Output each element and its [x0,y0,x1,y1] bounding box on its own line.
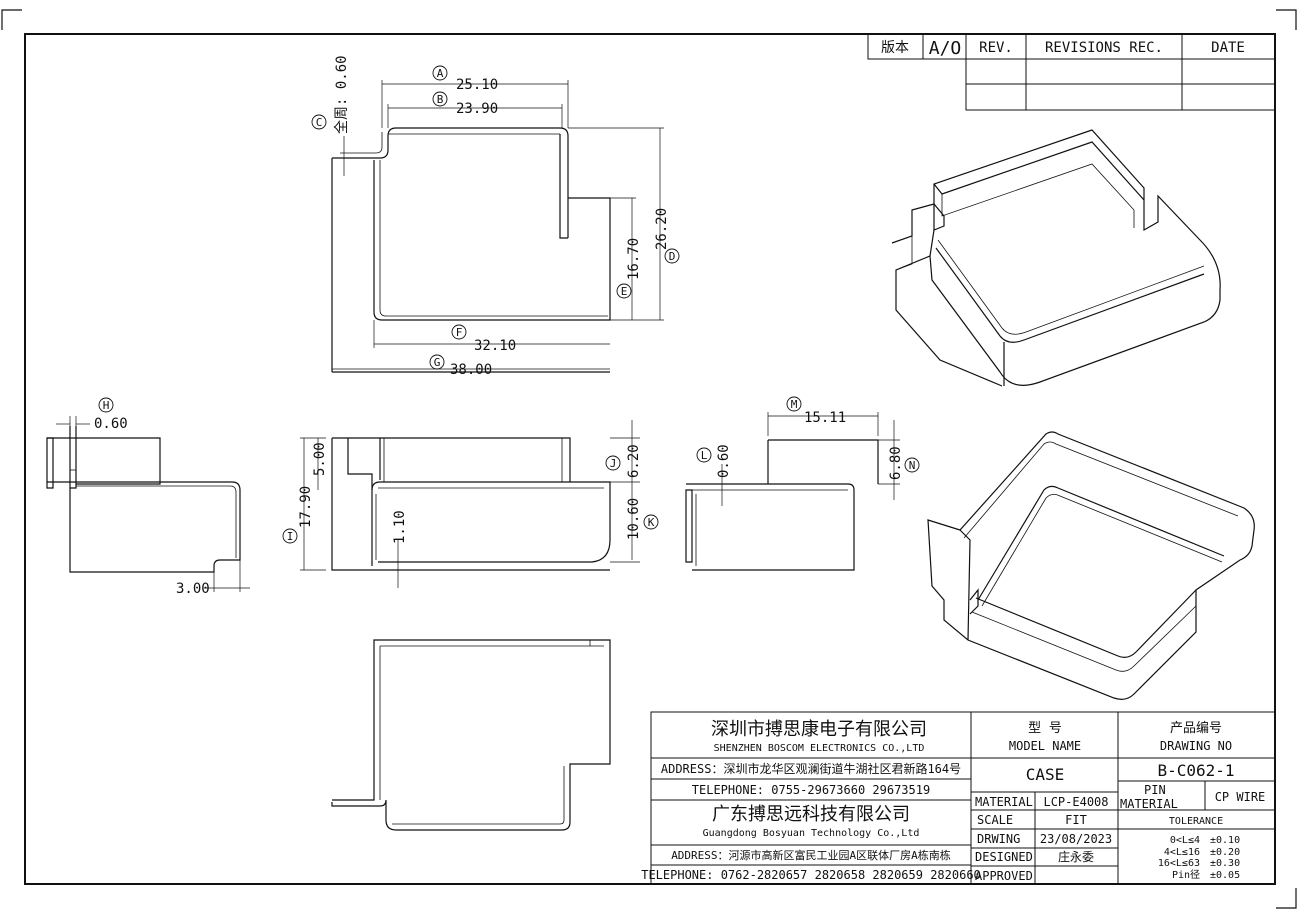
balloon-n [904,457,920,473]
revision-block: 版本 A/O REV. REVISIONS REC. DATE [867,33,1276,111]
revisions-header: REVISIONS REC. [1045,40,1163,56]
dim-front-base-value: 1.10 [392,510,408,544]
model-en: MODEL NAME [1009,739,1081,753]
company2-en: Guangdong Bosyuan Technology Co.,Ltd [703,828,920,839]
dim-n-value: 6.80 [888,446,904,480]
tolerance-value-0: ±0.10 [1210,835,1240,846]
dim-a-value: 25.10 [456,77,498,93]
designed-value: 庄永委 [1058,849,1094,864]
balloon-g-letter: G [434,356,441,369]
drawing-value: B-C062-1 [1157,761,1234,780]
dim-d-value: 26.20 [654,208,670,250]
dim-f-value: 32.10 [474,338,516,354]
balloon-h-letter: H [103,399,110,412]
balloon-g [429,354,445,370]
balloon-i [282,528,298,544]
tolerance-value-1: ±0.20 [1210,847,1240,858]
address2: ADDRESS：河源市高新区富民工业园A区联体厂房A栋南栋 [671,848,951,862]
top-view [331,127,611,373]
right-side-view [685,412,900,571]
material-value: LCP-E4008 [1043,795,1108,809]
balloon-e [616,283,632,299]
date-header: DATE [1211,40,1245,56]
address1: ADDRESS：深圳市龙华区观澜街道牛湖社区君新路164号 [661,761,961,776]
drawing-en: DRAWING NO [1160,739,1232,753]
dim-c-value: 全周: 0.60 [333,55,350,134]
balloon-j-letter: J [610,457,617,470]
drwing-label: DRWING [977,832,1020,846]
balloon-m-letter: M [791,398,798,411]
company1-en: SHENZHEN BOSCOM ELECTRONICS CO.,LTD [714,743,925,754]
isometric-view-top [891,129,1221,387]
pin-material-value: CP WIRE [1215,790,1266,804]
material-label: MATERIAL [975,795,1033,809]
tolerance-range-0: 0<L≤4 [1170,835,1200,846]
dim-j-value: 6.20 [626,444,642,478]
balloon-l-letter: L [701,449,708,462]
dim-front-notch-value: 5.00 [312,442,328,476]
dim-side-left-bottom-value: 3.00 [176,581,210,597]
balloon-i-letter: I [287,530,294,543]
tolerance-value-3: ±0.05 [1210,870,1240,881]
tolerance-range-1: 4<L≤16 [1164,847,1200,858]
version-value: A/O [929,38,962,59]
balloon-c-letter: C [316,116,323,129]
balloon-e-letter: E [621,285,628,298]
drwing-value: 23/08/2023 [1040,832,1112,846]
rev-header: REV. [979,40,1013,56]
model-value: CASE [1026,765,1065,784]
company1-cn: 深圳市搏思康电子有限公司 [711,719,927,740]
dim-e-value: 16.70 [626,238,642,280]
balloon-j [605,455,621,471]
tolerance-range-2: 16<L≤63 [1158,858,1200,869]
balloon-b-letter: B [437,93,444,106]
top-view-dimensions [332,80,664,370]
bottom-view [331,639,611,831]
balloon-a [432,65,448,81]
telephone1: TELEPHONE: 0755-29673660 29673519 [692,783,930,797]
balloon-h [98,397,114,413]
balloon-l [696,447,712,463]
balloon-m [786,396,802,412]
balloon-d-letter: D [669,250,676,263]
tolerance-range-3: Pin径 [1172,868,1200,881]
balloon-d [664,248,680,264]
dim-l-value: 0.60 [716,444,732,478]
front-view [300,420,640,588]
scale-label: SCALE [977,813,1013,827]
telephone2: TELEPHONE: 0762-2820657 2820658 2820659 … [641,868,981,882]
designed-label: DESIGNED [975,850,1033,864]
drawing-cn: 产品编号 [1170,721,1222,736]
drawing-border [24,33,1276,885]
dim-h-value: 0.60 [94,416,128,432]
scale-value: FIT [1065,813,1087,827]
model-cn: 型 号 [1028,721,1062,736]
balloon-b [432,91,448,107]
dim-k-value: 10.60 [626,498,642,540]
approved-label: APPROVED [975,869,1033,883]
left-side-view [46,416,250,592]
balloon-k [643,514,659,530]
pin-material-label-2: MATERIAL [1120,797,1178,811]
dim-m-value: 15.11 [804,410,846,426]
corner-marks [1,9,1297,909]
balloon-f-letter: F [456,326,463,339]
balloon-k-letter: K [648,516,655,529]
version-label: 版本 [881,40,909,56]
dim-i-value: 17.90 [298,486,314,528]
balloon-c [311,114,327,130]
tolerance-label: TOLERANCE [1169,816,1223,827]
balloon-n-letter: N [909,459,916,472]
isometric-view-bottom [927,431,1255,700]
title-block: 深圳市搏思康电子有限公司 SHENZHEN BOSCOM ELECTRONICS… [641,711,1276,885]
balloon-a-letter: A [437,67,444,80]
dim-b-value: 23.90 [456,101,498,117]
dim-g-value: 38.00 [450,362,492,378]
company2-cn: 广东搏思远科技有限公司 [712,804,910,825]
tolerance-value-2: ±0.30 [1210,858,1240,869]
balloon-f [451,324,467,340]
pin-material-label-1: PIN [1144,783,1166,797]
